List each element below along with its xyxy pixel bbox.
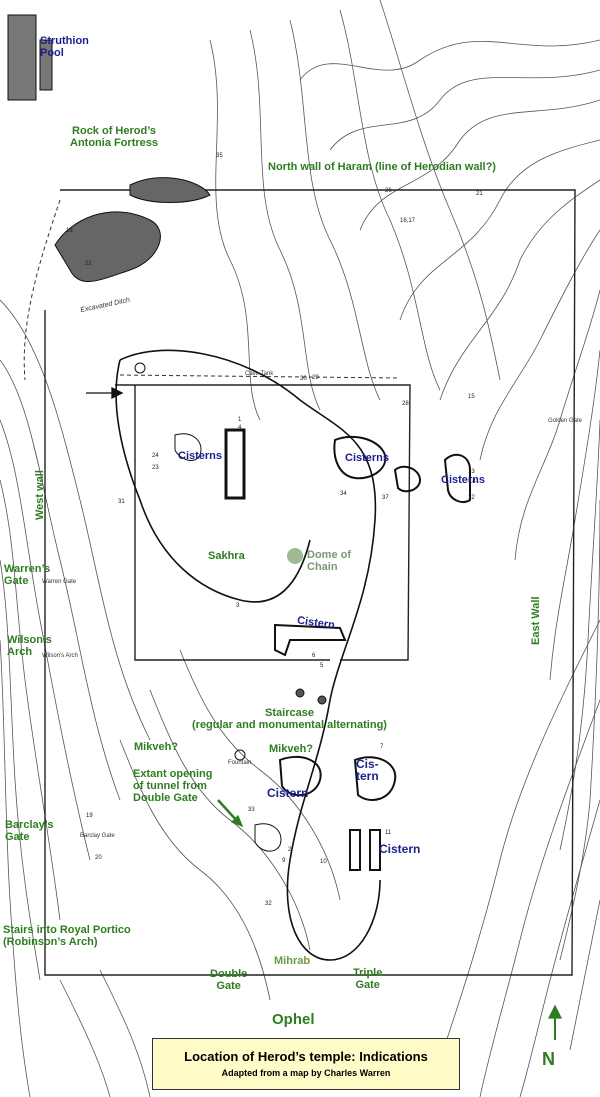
inner-platform — [115, 349, 381, 961]
map-number-label: 15 — [468, 394, 475, 400]
label-extant-opening: Extant opening of tunnel from Double Gat… — [133, 768, 213, 804]
map-number-label: 14 — [469, 479, 476, 485]
map-number-label: 29 — [312, 375, 319, 381]
map-number-label: 26 — [385, 188, 392, 194]
label-cisterns-right: Cisterns — [441, 474, 486, 486]
label-triple-gate: Triple Gate — [353, 967, 383, 991]
map-number-label: 22 — [85, 261, 92, 267]
label-royal-portico: Stairs into Royal Portico (Robinson’s Ar… — [3, 924, 131, 948]
arrows — [86, 386, 563, 1040]
label-mikveh-left: Mikveh? — [134, 741, 179, 753]
map-number-label: 7 — [380, 744, 384, 750]
map-number-label: 21 — [476, 191, 483, 197]
label-cisterns-left: Cisterns — [178, 450, 223, 462]
label-double-gate: Double Gate — [210, 968, 248, 992]
north-indicator: N — [542, 1049, 555, 1069]
label-warrens-gate: Warren’s Gate — [4, 563, 51, 587]
map-number-label: 35 — [216, 153, 223, 159]
map-text-warren-gate: Warren Gate — [42, 579, 77, 585]
map-features — [7, 14, 471, 871]
label-cisterns-middle: Cisterns — [345, 452, 390, 464]
label-cistern-split: Cis- tern — [356, 757, 379, 783]
map-number-label: 24 — [152, 453, 159, 459]
label-sakhra: Sakhra — [208, 550, 245, 562]
map-number-label: 23 — [152, 465, 159, 471]
map-number-label: 19 — [86, 813, 93, 819]
map-number-label: 4 — [238, 425, 242, 431]
label-barclays-gate: Barclay’s Gate — [5, 819, 54, 843]
map-text-golden-gate: Golden Gate — [548, 418, 583, 424]
label-west-wall: West wall — [34, 470, 46, 520]
map-number-label: 31 — [118, 499, 125, 505]
map-number-label: 13 — [468, 469, 475, 475]
map-number-label: 1 — [238, 417, 242, 423]
label-east-wall: East Wall — [530, 596, 542, 646]
dashed-features — [23, 199, 401, 381]
map-number-label: 28 — [402, 401, 409, 407]
label-mihrab: Mihrab — [274, 955, 311, 967]
map-text-cave-tank: Cave Tank — [245, 371, 274, 377]
label-cistern-right: Cistern — [379, 842, 421, 856]
map-number-label: 11 — [385, 830, 392, 836]
label-cistern-lower: Cistern — [267, 786, 309, 800]
caption-title: Location of Herod’s temple: Indications — [184, 1049, 428, 1064]
map-number-label: 10 — [320, 859, 327, 865]
map-number-label: 30 — [300, 376, 307, 382]
label-antonia-fortress: Rock of Herod’s Antonia Fortress — [70, 125, 159, 149]
map-number-label: 9 — [282, 858, 286, 864]
map-text-wilsons-arch: Wilson's Arch — [42, 653, 78, 659]
label-dome-of-chain: Dome of Chain — [307, 549, 351, 573]
map-number-label: 6 — [312, 653, 316, 659]
map-text-fountain: Fountain — [228, 760, 252, 766]
map-number-label: 3 — [236, 603, 240, 609]
map-text-barclay-gate: Barclay Gate — [80, 833, 115, 839]
label-mikveh-right: Mikveh? — [269, 743, 314, 755]
map-number-label: 5 — [320, 663, 324, 669]
caption-box: Location of Herod’s temple: Indications … — [152, 1038, 460, 1090]
caption-subtitle: Adapted from a map by Charles Warren — [221, 1068, 391, 1078]
label-wilsons-arch: Wilson’s Arch — [7, 634, 52, 658]
label-staircase: Staircase (regular and monumental altern… — [192, 707, 387, 731]
map-number-label: 2 — [288, 847, 292, 853]
map-number-label: 18 — [66, 228, 73, 234]
label-struthion-pool: Struthion Pool — [40, 35, 89, 59]
map-number-label: 34 — [340, 491, 347, 497]
map-number-label: 37 — [382, 495, 389, 501]
haram-walls — [44, 189, 576, 976]
label-ophel: Ophel — [272, 1011, 315, 1028]
map-number-label: 12 — [468, 495, 475, 501]
map-number-label: 32 — [265, 901, 272, 907]
map-number-label: 20 — [95, 855, 102, 861]
map-number-label: 33 — [248, 807, 255, 813]
map-number-label: 16,17 — [400, 218, 416, 224]
label-north-wall: North wall of Haram (line of Herodian wa… — [268, 161, 496, 173]
